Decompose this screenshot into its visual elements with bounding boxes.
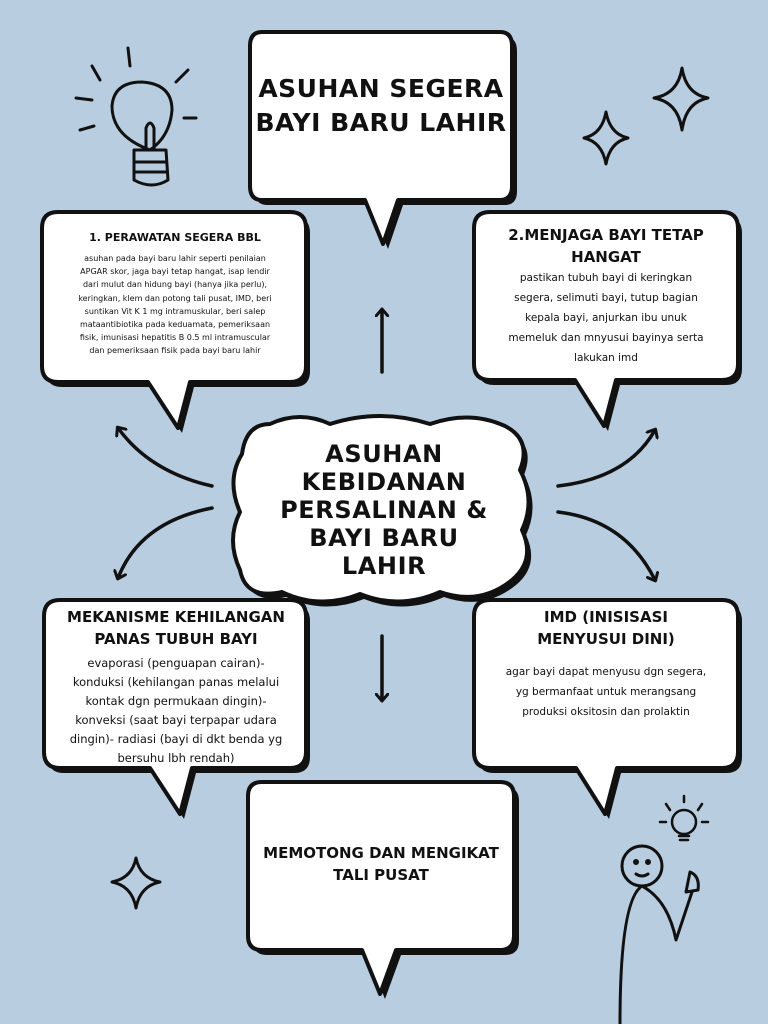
center-title: ASUHAN KEBIDANAN PERSALINAN & BAYI BARU … — [246, 440, 522, 580]
top-bubble-line1: ASUHAN SEGERA — [258, 74, 504, 103]
box1-line: dan pemeriksaan fisik pada bayi baru lah… — [89, 346, 261, 356]
box3-line: evaporasi (penguapan cairan)- — [87, 656, 265, 670]
box2-line: pastikan tubuh bayi di keringkan — [519, 272, 693, 284]
arrow-icon — [556, 430, 655, 488]
box3-line: konduksi (kehilangan panas melalui — [72, 675, 280, 689]
box2-line: segera, selimuti bayi, tutup bagian — [514, 292, 698, 304]
box3-line: dingin)- radiasi (bayi di dkt benda yg — [69, 732, 283, 746]
box3-line: konveksi (saat bayi terpapar udara — [75, 713, 277, 727]
box3-line: bersuhu lbh rendah) — [117, 751, 235, 765]
sparkle-icon — [110, 856, 162, 910]
box3-title-line2: PANAS TUBUH BAYI — [94, 630, 258, 648]
box2: 2.MENJAGA BAYI TETAP HANGAT pastikan tub… — [478, 224, 734, 368]
box5-title-line2: TALI PUSAT — [333, 866, 429, 884]
arrow-icon — [118, 428, 214, 488]
box1-title: 1. PERAWATAN SEGERA BBL — [89, 231, 261, 244]
box5: MEMOTONG DAN MENGIKAT TALI PUSAT — [246, 842, 516, 886]
box1-line: keringkan, klem dan potong tali pusat, I… — [78, 293, 272, 303]
center-title-line3: PERSALINAN & — [280, 496, 488, 524]
box1-line: asuhan pada bayi baru lahir seperti peni… — [84, 254, 266, 263]
box2-speech-bubble — [472, 210, 742, 431]
box1: 1. PERAWATAN SEGERA BBL asuhan pada bayi… — [48, 230, 302, 358]
box3-title-line1: MEKANISME KEHILANGAN — [67, 608, 285, 626]
sparkle-icon — [582, 110, 630, 166]
box3-speech-bubble — [42, 598, 310, 819]
center-title-line1: ASUHAN — [325, 440, 443, 468]
box1-line: APGAR skor, jaga bayi tetap hangat, isap… — [80, 267, 270, 277]
center-title-line5: LAHIR — [341, 552, 427, 580]
box4-title: IMD (INISISASI MENYUSUI DINI) — [478, 606, 734, 650]
box4: IMD (INISISASI MENYUSUI DINI) agar bayi … — [478, 606, 734, 722]
box3-title: MEKANISME KEHILANGAN PANAS TUBUH BAYI — [48, 606, 304, 650]
center-cloud — [231, 414, 533, 607]
box4-title-line2: MENYUSUI DINI) — [537, 630, 675, 648]
person-idea-icon — [618, 794, 710, 1024]
top-speech-bubble — [248, 30, 517, 249]
box4-body: agar bayi dapat menyusu dgn segera, yg b… — [478, 662, 734, 722]
box5-speech-bubble — [246, 780, 519, 999]
box3: MEKANISME KEHILANGAN PANAS TUBUH BAYI ev… — [48, 606, 304, 768]
box1-line: fisik, imunisasi hepatitis B 0.5 ml intr… — [79, 333, 271, 343]
box4-line: agar bayi dapat menyusu dgn segera, — [505, 666, 707, 678]
box1-body: asuhan pada bayi baru lahir seperti peni… — [48, 252, 302, 358]
box5-title-line1: MEMOTONG DAN MENGIKAT — [263, 844, 499, 862]
box3-body: evaporasi (penguapan cairan)- konduksi (… — [48, 654, 304, 768]
sparkle-icon — [652, 66, 710, 132]
top-bubble-line2: BAYI BARU LAHIR — [255, 108, 507, 137]
box4-line: produksi oksitosin dan prolaktin — [522, 706, 690, 718]
arrow-icon — [118, 506, 214, 578]
box2-title: 2.MENJAGA BAYI TETAP HANGAT — [478, 224, 734, 268]
box2-line: kepala bayi, anjurkan ibu unuk — [525, 312, 687, 324]
box1-line: dari mulut dan hidung bayi (hanya jika p… — [82, 280, 268, 290]
box2-line: lakukan imd — [574, 352, 638, 364]
arrow-icon — [556, 510, 655, 580]
box3-line: kontak dgn permukaan dingin)- — [85, 694, 267, 708]
center-title-line2: KEBIDANAN — [301, 468, 467, 496]
box2-title-line2: HANGAT — [571, 248, 641, 266]
box1-speech-bubble — [40, 210, 310, 433]
lightbulb-icon — [74, 46, 198, 187]
box1-line: suntikan Vit K 1 mg intramuskular, beri … — [84, 306, 266, 316]
center-title-line4: BAYI BARU — [309, 524, 459, 552]
top-bubble-title: ASUHAN SEGERA BAYI BARU LAHIR — [250, 72, 512, 140]
box2-line: memeluk dan mnyusui bayinya serta — [508, 332, 704, 344]
box4-title-line1: IMD (INISISASI — [544, 608, 668, 626]
box2-body: pastikan tubuh bayi di keringkan segera,… — [478, 268, 734, 368]
box4-line: yg bermanfaat untuk merangsang — [515, 686, 697, 698]
box1-line: mataantibiotika pada keduamata, pemeriks… — [79, 320, 271, 330]
box4-speech-bubble — [472, 598, 742, 819]
box2-title-line1: 2.MENJAGA BAYI TETAP — [508, 226, 704, 244]
